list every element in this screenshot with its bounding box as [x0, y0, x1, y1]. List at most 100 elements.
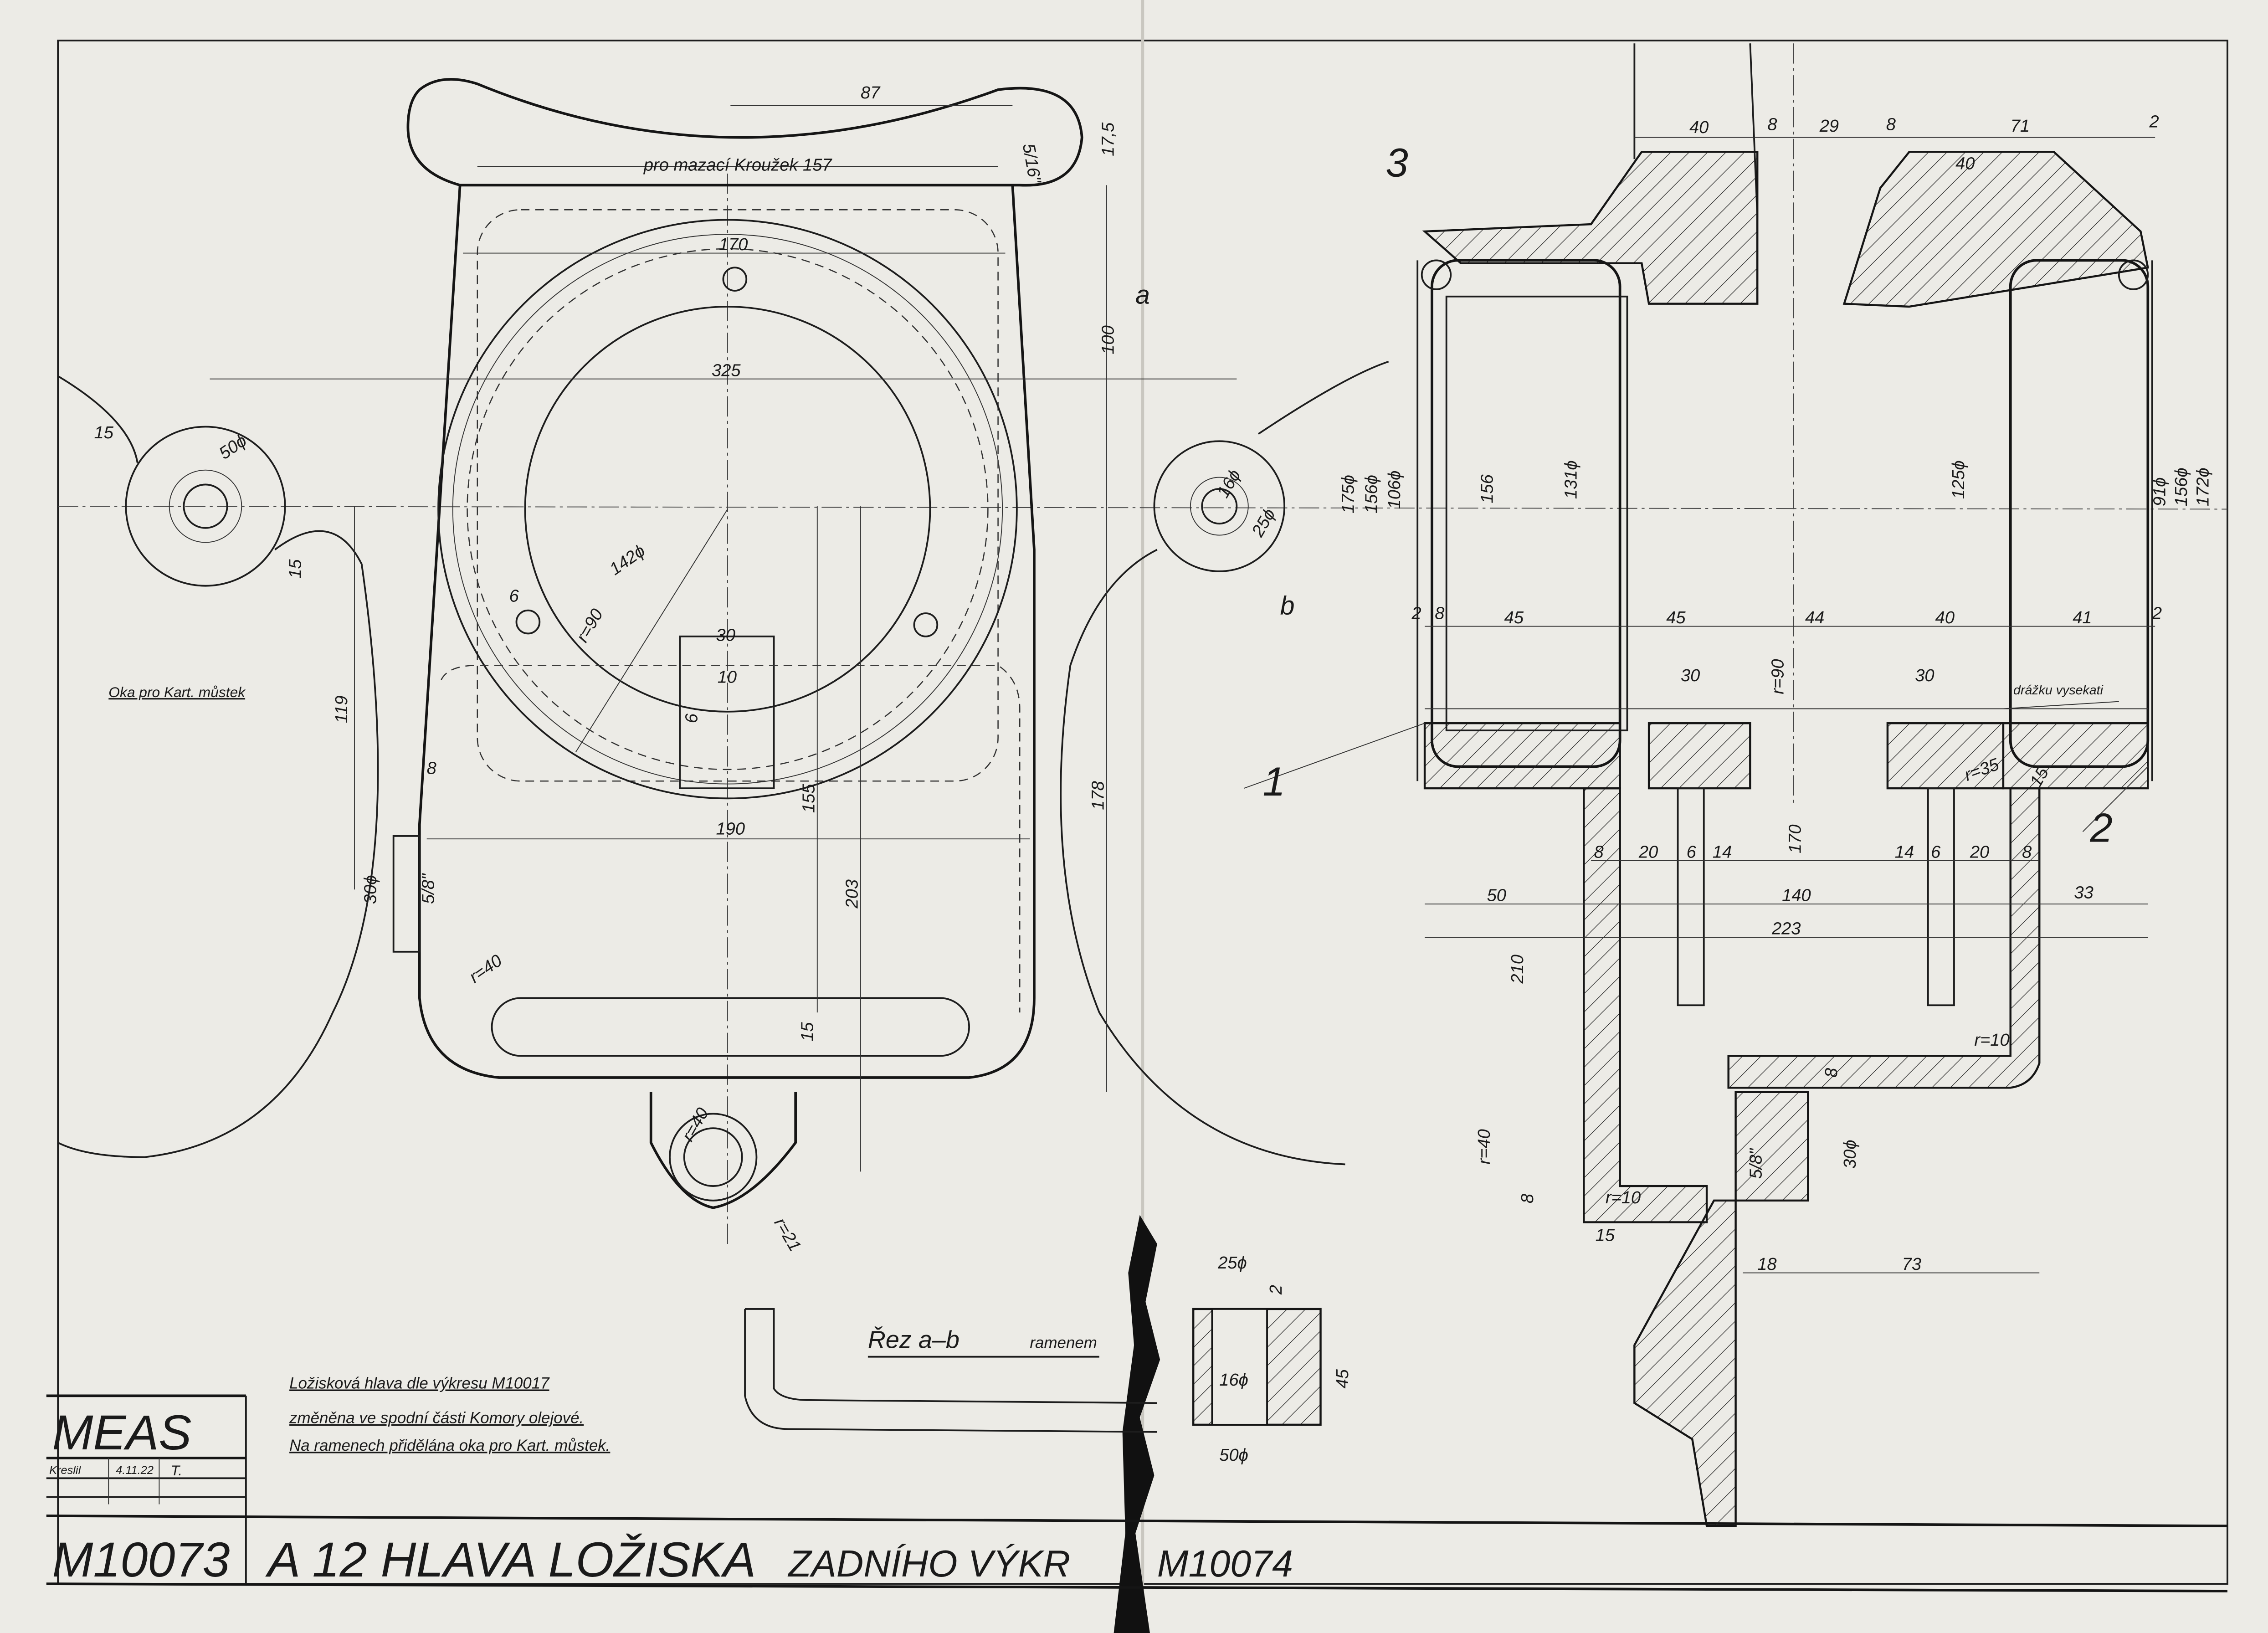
arm-section	[744, 1308, 1322, 1433]
dimension-label: 178	[1088, 781, 1108, 810]
dimension-label: 5/8"	[419, 873, 438, 904]
dimension-label: r=40	[1475, 1129, 1494, 1164]
dimension-label: 17,5	[1099, 122, 1118, 156]
dimension-label: 131ϕ	[1561, 460, 1580, 499]
note-line: změněna ve spodní části Komory olejové.	[289, 1409, 584, 1427]
dimension-label: 40	[1689, 118, 1709, 137]
dimension-label: 170	[1786, 824, 1805, 853]
dimension-label: 30ϕ	[361, 875, 380, 904]
dimension-label: 30	[716, 626, 735, 645]
dimension-label: 10	[718, 668, 737, 687]
drawing-number: M10073	[52, 1532, 230, 1587]
dimension-label: 16ϕ	[1214, 467, 1245, 501]
dimension-label: 172ϕ	[2194, 467, 2213, 506]
dimension-label: 2	[2152, 604, 2162, 623]
dimension-label: 156ϕ	[2172, 467, 2191, 506]
dimension-label: 5/8"	[1747, 1148, 1766, 1179]
dimension-label: 142ϕ	[606, 541, 648, 579]
dimension-label: 6	[509, 587, 519, 606]
dimension-label: 8	[1886, 115, 1896, 134]
dimension-label: 30ϕ	[1841, 1140, 1860, 1169]
company-name: MEAS	[52, 1405, 191, 1460]
revision-notes: Ložisková hlava dle výkresu M10017 změně…	[289, 1375, 610, 1455]
section-view	[1243, 43, 2155, 1527]
title-block: MEAS Kreslil 4.11.22 T. M10073 A 12 HLAV…	[46, 1394, 2227, 1592]
dimension-label: 155	[799, 784, 818, 813]
dimension-label: 6	[1931, 842, 1941, 862]
dimension-label: 14	[1895, 842, 1914, 862]
dimension-label: 8	[427, 759, 436, 778]
dimension-label: 2	[2149, 112, 2159, 131]
dimension-label: 8	[1594, 842, 1603, 862]
dimension-label: 325	[712, 361, 741, 380]
eyelet-right	[1153, 440, 1286, 572]
dimension-label: r=90	[573, 606, 607, 646]
dimension-label: r=40	[466, 951, 506, 987]
dimension-label: 50ϕ	[1219, 1446, 1248, 1465]
dimension-label: 190	[716, 820, 745, 839]
drawing-subtitle: ZADNÍHO VÝKR	[787, 1543, 1070, 1585]
dimension-label: r=10	[1606, 1188, 1641, 1207]
dimension-label: 91ϕ	[2150, 478, 2169, 507]
note-line: Na ramenech přidělána oka pro Kart. můst…	[289, 1437, 610, 1454]
section-mark-a: a	[1135, 281, 1150, 310]
dimension-label: 15	[94, 423, 114, 442]
dimension-label: 30	[1915, 666, 1934, 685]
dimension-label: 8	[1822, 1068, 1841, 1078]
dimension-label: 20	[1638, 842, 1658, 862]
dimension-label: 73	[1902, 1255, 1921, 1274]
drawing-reference: M10074	[1157, 1543, 1293, 1585]
callout-3: 3	[1385, 140, 1408, 185]
dimension-label: 33	[2074, 883, 2093, 902]
dimension-label: 170	[719, 235, 748, 254]
dimension-label: 100	[1099, 325, 1118, 354]
callout-2: 2	[2089, 806, 2112, 851]
dimension-label: 50ϕ	[216, 431, 250, 463]
dimension-label: 41	[2073, 608, 2092, 627]
dimension-label: 16ϕ	[1219, 1371, 1248, 1390]
section-title-sub: ramenem	[1030, 1334, 1097, 1352]
eyelet-note: Oka pro Kart. můstek	[108, 684, 246, 700]
section-title: Řez a–b	[868, 1326, 960, 1354]
dimension-label: 45	[1666, 608, 1686, 627]
dimension-label: 45	[1333, 1369, 1352, 1388]
dimension-label: 14	[1713, 842, 1732, 862]
dimension-label: 223	[1771, 919, 1801, 939]
dimension-label: 15	[798, 1022, 817, 1041]
dimension-label: 18	[1757, 1255, 1776, 1274]
dimension-label: 40	[1935, 608, 1955, 627]
dimension-label: 15	[1596, 1226, 1615, 1245]
dimension-label: 156	[1478, 474, 1497, 503]
dimension-label: 30	[1681, 666, 1700, 685]
dimension-label: 44	[1805, 608, 1824, 627]
dimension-label: r=90	[1768, 659, 1787, 694]
dimension-label: 40	[1955, 154, 1975, 173]
front-view	[57, 78, 2227, 1244]
lubrication-ring-label: pro mazací Kroužek 157	[643, 156, 833, 175]
dimension-label: 8	[1767, 115, 1777, 134]
dimension-label: 2	[1411, 604, 1421, 623]
paper-tear	[1113, 1215, 1160, 1633]
dimension-label: 8	[1435, 604, 1444, 623]
dimension-label: 8	[2022, 842, 2032, 862]
dimension-label: 25ϕ	[1248, 505, 1279, 540]
dimension-label: 2	[1267, 1285, 1286, 1295]
dimension-label: 45	[1504, 608, 1524, 627]
dimension-label: 6	[1687, 842, 1697, 862]
drawing-date: 4.11.22	[116, 1464, 154, 1477]
drafter-initials: T.	[171, 1462, 182, 1479]
dimension-label: 125ϕ	[1949, 460, 1968, 499]
drawing-title: A 12 HLAVA LOŽISKA	[265, 1532, 756, 1587]
section-mark-b: b	[1280, 591, 1295, 621]
dimension-label: 20	[1970, 842, 1989, 862]
dimension-label: 29	[1819, 117, 1839, 136]
drawn-by-label: Kreslil	[49, 1464, 81, 1477]
dimension-label: 6	[682, 713, 701, 723]
dimension-label: 106ϕ	[1385, 471, 1404, 509]
dimension-label: 5/16"	[1019, 142, 1045, 185]
dimension-label: 156ϕ	[1362, 475, 1381, 514]
dimension-label: 15	[286, 559, 305, 579]
groove-note: drážku vysekati	[2013, 683, 2103, 698]
